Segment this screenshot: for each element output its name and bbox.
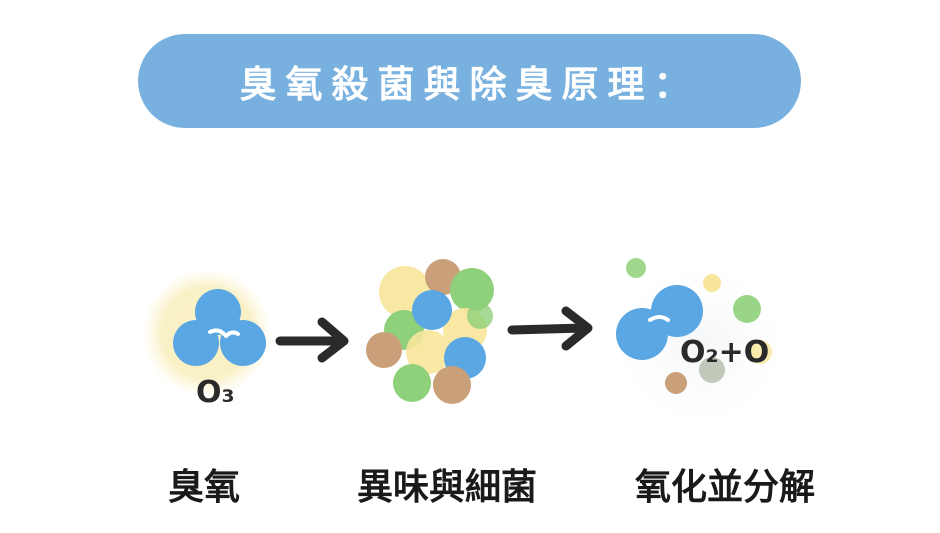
ozone-formula: O₃ xyxy=(196,375,235,410)
page-title: 臭氧殺菌與除臭原理： xyxy=(239,63,700,106)
odor-bacteria-cluster-icon xyxy=(366,259,494,404)
ozone-atom xyxy=(173,320,219,366)
ozone-atom xyxy=(220,320,266,366)
ozone-molecule-icon: O₃ xyxy=(142,268,272,410)
arrow-right-icon xyxy=(275,317,349,363)
title-banner: 臭氧殺菌與除臭原理： xyxy=(138,34,801,128)
decomposed-molecules-icon: O₂+O xyxy=(605,255,795,435)
arrow-right-icon xyxy=(507,306,593,351)
caption-oxidize-decompose: 氧化並分解 xyxy=(634,467,816,508)
caption-odor-bacteria: 異味與細菌 xyxy=(356,467,538,508)
decomposed-formula: O₂+O xyxy=(680,335,769,370)
caption-ozone: 臭氧 xyxy=(167,467,241,508)
